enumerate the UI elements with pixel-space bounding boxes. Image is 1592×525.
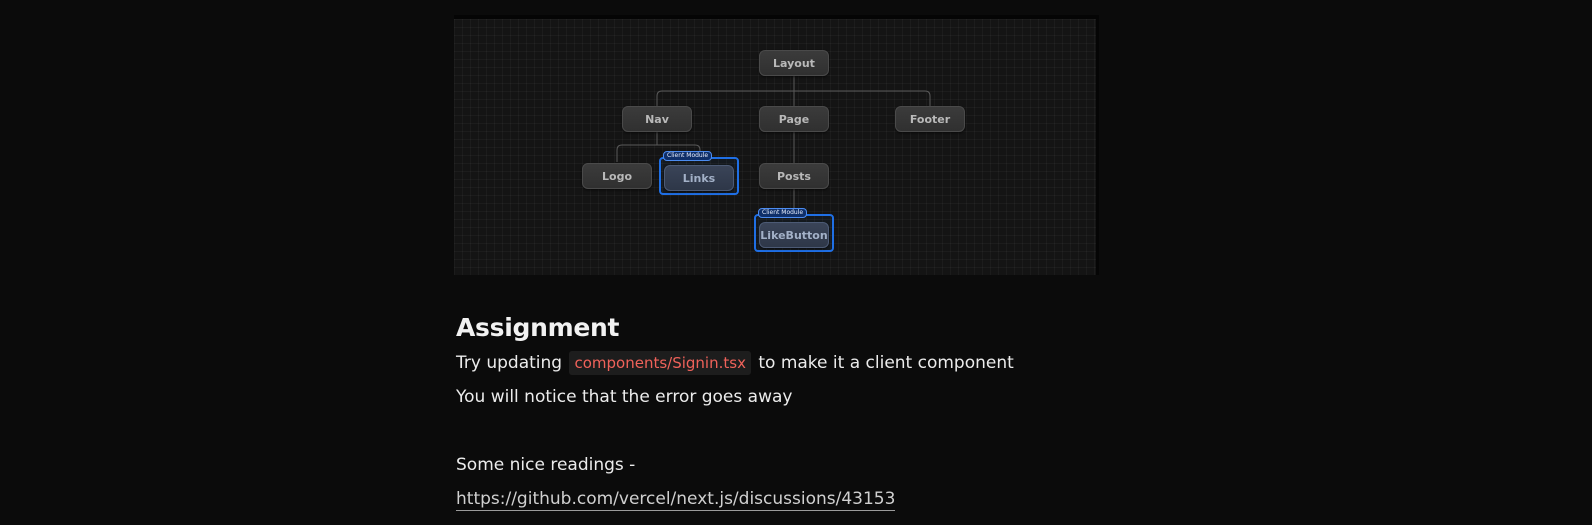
node-page: Page (759, 106, 829, 132)
node-links: Links (664, 165, 734, 191)
inline-code-filename: components/Signin.tsx (569, 351, 751, 375)
instruction-text-after: to make it a client component (758, 353, 1014, 373)
readings-link-row: https://github.com/vercel/next.js/discus… (456, 482, 1096, 516)
node-layout: Layout (759, 50, 829, 76)
node-posts: Posts (759, 163, 829, 189)
instruction-text-before: Try updating (456, 353, 563, 373)
node-nav: Nav (622, 106, 692, 132)
node-like-button: LikeButton (759, 222, 829, 248)
client-module-links: Client Module Links (659, 151, 739, 195)
node-logo: Logo (582, 163, 652, 189)
assignment-instruction: Try updating components/Signin.tsx to ma… (456, 346, 1096, 380)
article-content: Assignment Try updating components/Signi… (456, 310, 1096, 516)
node-footer: Footer (895, 106, 965, 132)
readings-label: Some nice readings - (456, 455, 636, 475)
component-tree-diagram: Layout Nav Page Footer Logo Client Modul… (454, 15, 1099, 275)
client-module-likebutton: Client Module LikeButton (754, 208, 834, 252)
assignment-heading: Assignment (456, 313, 620, 342)
discussion-link[interactable]: https://github.com/vercel/next.js/discus… (456, 489, 896, 511)
assignment-note: You will notice that the error goes away (456, 387, 793, 407)
paragraph-spacer (456, 414, 1096, 448)
client-module-tag: Client Module (663, 151, 713, 161)
tree-connector-lines (616, 76, 931, 213)
client-module-tag: Client Module (758, 208, 808, 218)
